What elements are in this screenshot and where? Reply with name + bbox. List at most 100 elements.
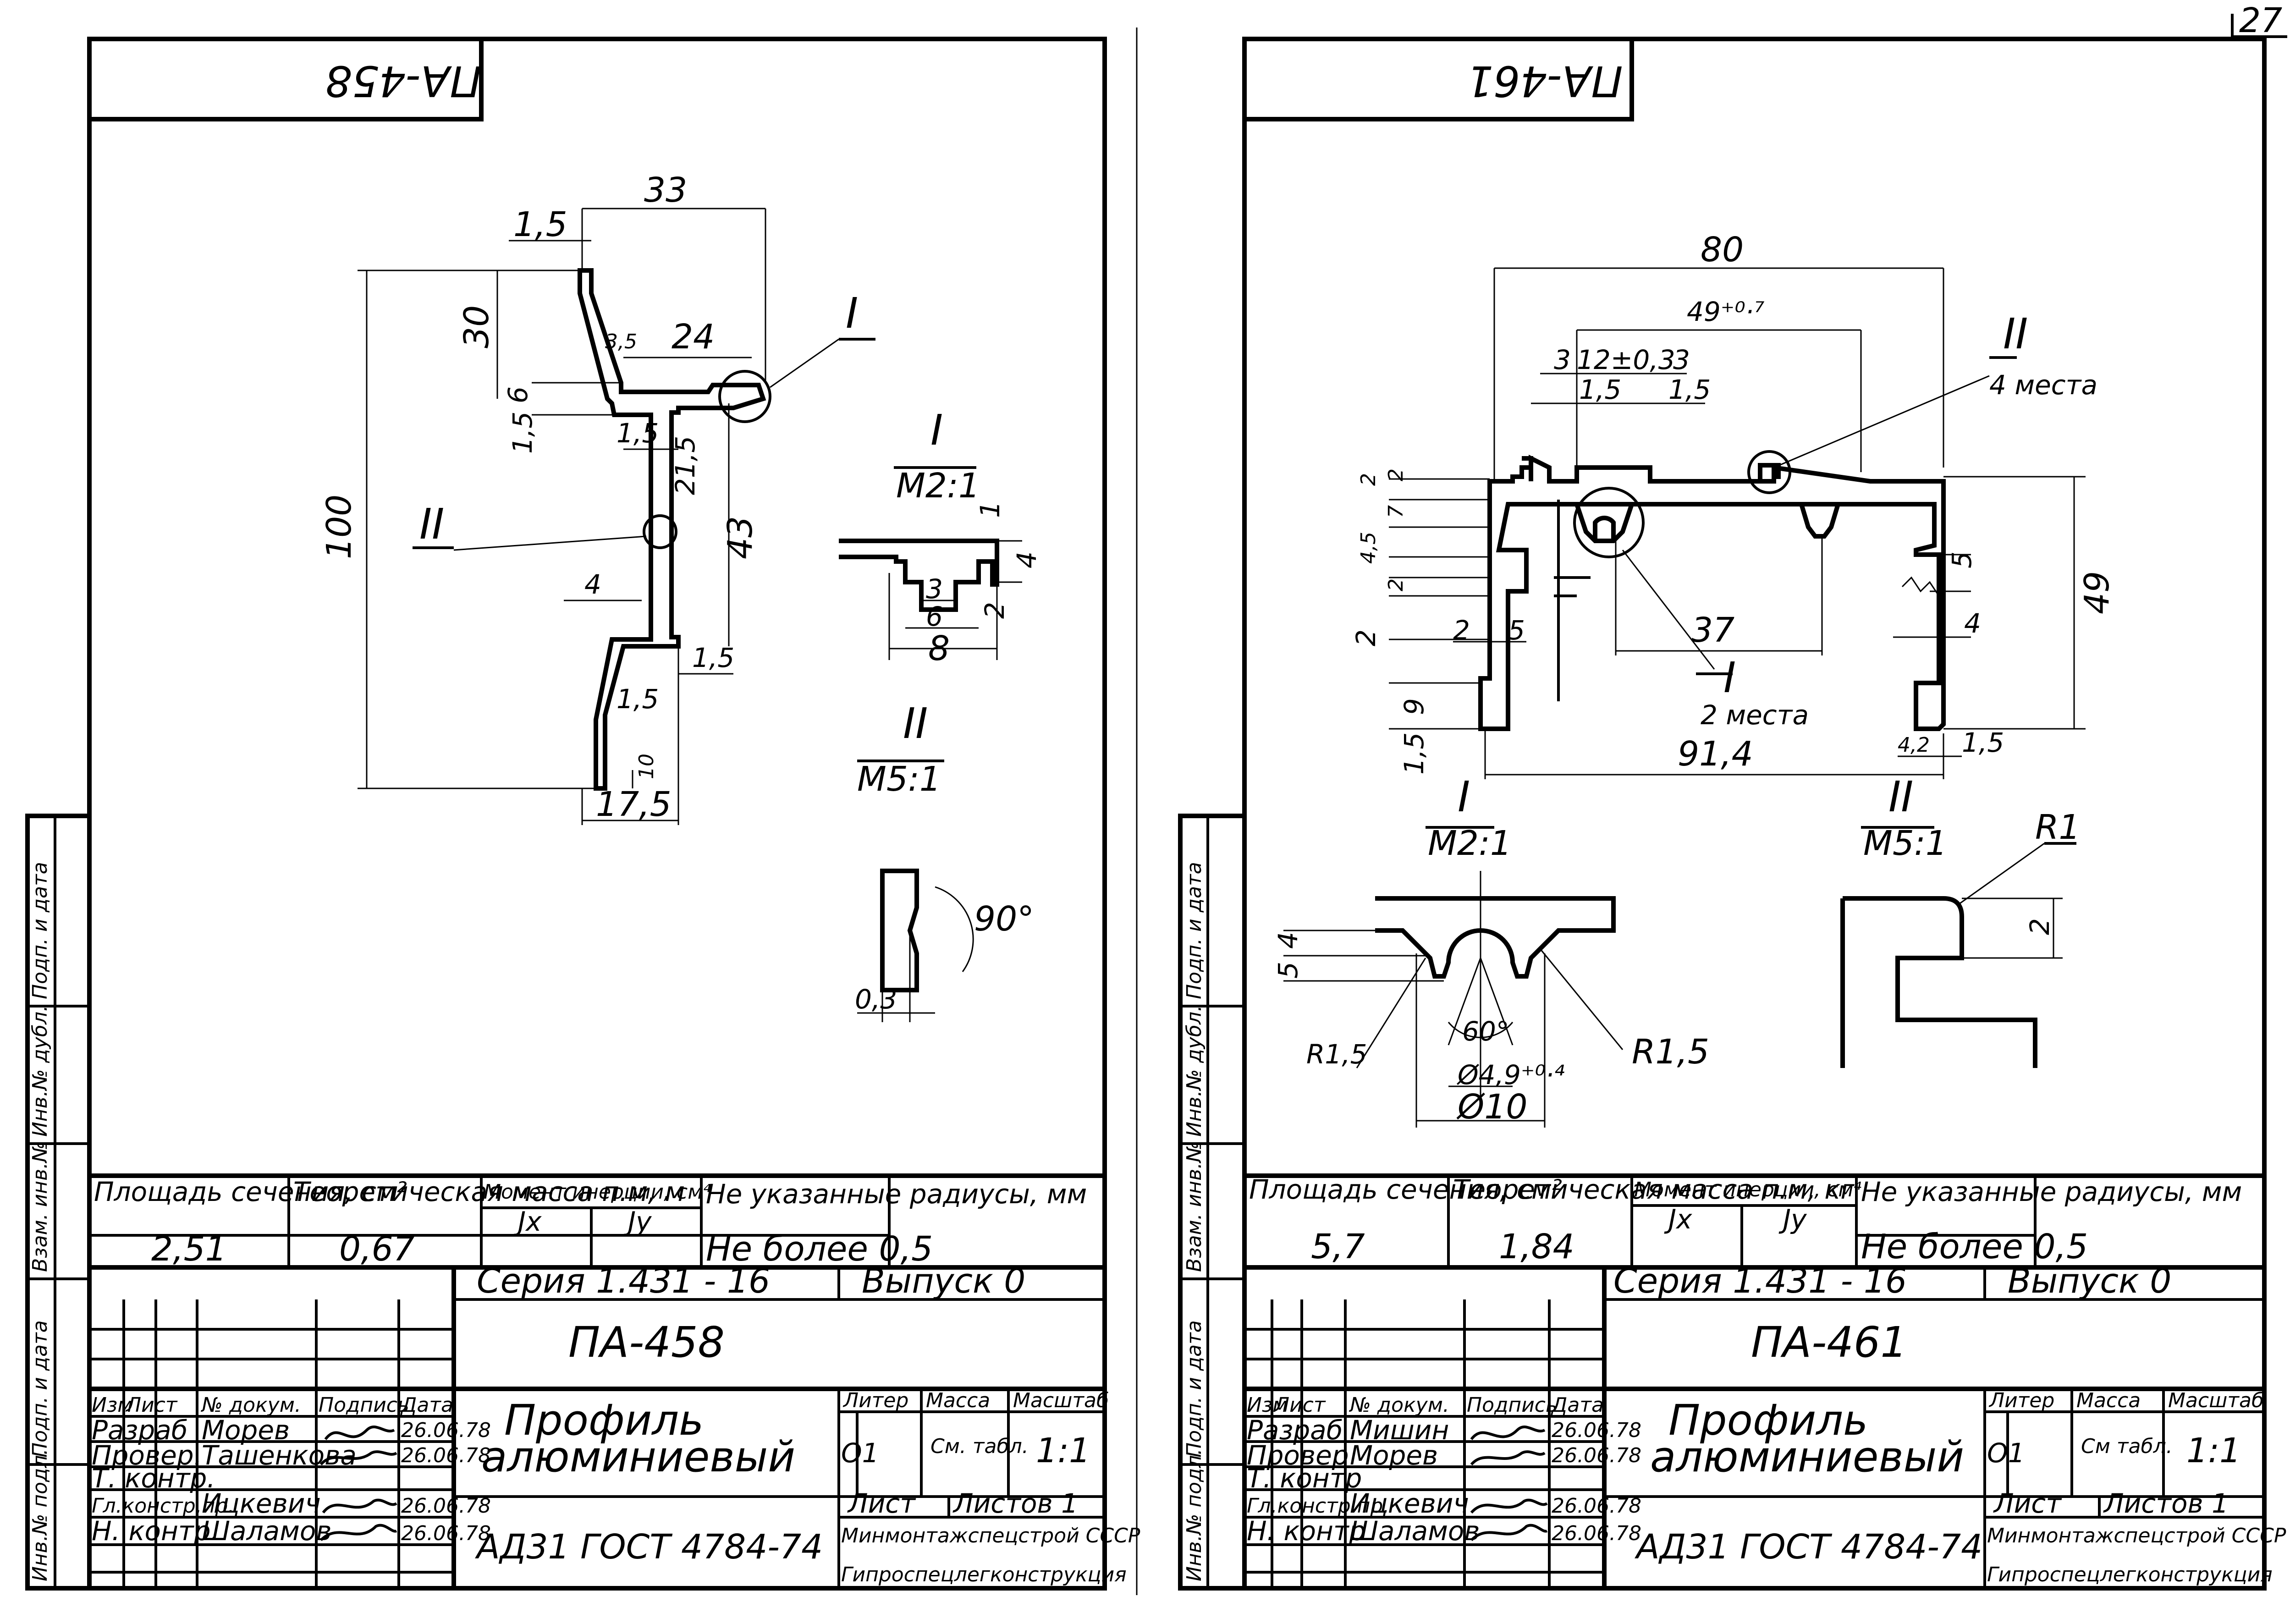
stamp-r1-name: Мишин [1350, 1415, 1449, 1446]
table-v-mass: 1,84 [1499, 1227, 1574, 1266]
detail1-dim-6: 6 [926, 601, 943, 632]
dim-91-4: 91,4 [1678, 734, 1753, 774]
table-h-moment: Момент инерции, см⁴ [1634, 1178, 1861, 1201]
callout-2-note: 4 места [1989, 369, 2097, 401]
stamp-col-sign: Подпись [1467, 1393, 1558, 1417]
page-number-box: 27 [2231, 1, 2287, 40]
stamp-title-1: Профиль [504, 1396, 704, 1445]
side-label-4: Подп. и дата [1183, 1320, 1206, 1458]
dim-1-5-c: 1,5 [1398, 732, 1430, 775]
detail2-marker [643, 514, 677, 549]
detail2-dim-0-3: 0,3 [855, 984, 897, 1015]
stamp-col-list: Лист [125, 1393, 178, 1417]
detail1-dim-5: 5 [1272, 962, 1304, 979]
table-v-area: 2,51 [151, 1229, 227, 1269]
side-label-3: Взам. инв.№ [28, 1141, 52, 1272]
top-label-box [1242, 37, 1634, 121]
table-h-jx: Jx [513, 1206, 542, 1237]
side-label-1: Подп. и дата [28, 862, 52, 999]
stamp-v-liter: О1 [1987, 1437, 2025, 1469]
stamp-v-scale: 1:1 [1036, 1431, 1090, 1470]
signature-3 [1470, 1498, 1548, 1514]
stamp-col-izm: Изм [92, 1393, 133, 1417]
stamp-r1-date: 26.06.78 [401, 1419, 491, 1442]
detail1-scale: М2:1 [896, 466, 980, 506]
signature-2 [1470, 1450, 1546, 1466]
dim-43: 43 [721, 516, 760, 559]
stamp-sheets: Листов 1 [2103, 1488, 2229, 1519]
stamp-r2-name: Морев [1350, 1440, 1438, 1471]
stamp-sheets: Листов 1 [952, 1488, 1078, 1519]
dim-2-c: 2 [1384, 578, 1408, 591]
table-h-area: Площадь сечения, см² [1249, 1174, 1562, 1205]
table-h-mass: Теоретическая масса п.м, кг [1453, 1174, 1855, 1205]
signature-4 [1470, 1524, 1548, 1541]
title-block-right: Серия 1.431 - 16 Выпуск 0 ПА-461 Профиль… [1244, 1261, 2286, 1588]
stamp-sheet: Лист [1993, 1488, 2062, 1519]
detail2-scale: М5:1 [857, 760, 941, 799]
detail1-r2: R1,5 [1632, 1032, 1709, 1072]
stamp-r2-role: Провер [1247, 1440, 1349, 1471]
stamp-r5-role: Н. контр. [92, 1515, 219, 1547]
dim-2-d: 2 [1350, 629, 1382, 646]
side-label-2: Инв.№ дубл. [1183, 1005, 1206, 1137]
detail1-dim-2: 2 [979, 602, 1010, 619]
side-label-2: Инв.№ дубл. [28, 1005, 52, 1137]
stamp-h-liter: Литер [842, 1389, 908, 1412]
dim-24: 24 [672, 317, 715, 357]
dim-80: 80 [1701, 230, 1744, 270]
detail1-marker [718, 370, 771, 423]
stamp-r3-role: Т. контр. [92, 1463, 215, 1494]
stamp-r3-role: Т. контр [1247, 1463, 1362, 1494]
dim-4: 4 [1964, 608, 1981, 639]
table-h-radius: Не указанные радиусы, мм [706, 1178, 1087, 1210]
dim-100: 100 [319, 495, 359, 559]
stamp-series: Серия 1.431 - 16 [477, 1261, 770, 1301]
stamp-r4-role: Гл.констр.пр. [92, 1494, 234, 1518]
dim-1-5-a: 1,5 [1579, 374, 1621, 405]
dim-17-5: 17,5 [596, 785, 672, 824]
callout-2: II [419, 500, 444, 549]
stamp-col-doc: № докум. [200, 1393, 301, 1417]
stamp-org-1: Минмонтажспецстрой СССР [841, 1524, 1140, 1547]
dim-49: 49 [2077, 571, 2117, 614]
dim-7: 7 [1384, 505, 1408, 518]
dim-12: 12±0,3 [1577, 344, 1675, 375]
dim-1-5-web: 1,5 [617, 418, 659, 449]
stamp-r4-role: Гл.констр.пр. [1247, 1494, 1389, 1518]
stamp-r4-date: 26.06.78 [401, 1494, 491, 1518]
stamp-r2-date: 26.06.78 [401, 1444, 491, 1467]
detail-1-left: I М2:1 3 6 8 1 4 2 [839, 406, 1042, 668]
detail1-dim-4: 4 [1011, 551, 1042, 568]
table-h-moment: Момент инерции, см⁴ [484, 1180, 711, 1204]
side-label-4: Подп. и дата [28, 1320, 52, 1458]
detail-2-left: II М5:1 90° 0,3 [855, 699, 1034, 1022]
stamp-h-scale: Масштаб [1013, 1389, 1109, 1412]
stamp-col-list: Лист [1273, 1393, 1326, 1417]
top-label-box [87, 37, 484, 121]
side-strip [25, 814, 92, 1591]
stamp-issue: Выпуск 0 [862, 1261, 1025, 1301]
dim-1-5-top: 1,5 [513, 205, 567, 244]
detail2-dim-2: 2 [2024, 918, 2055, 935]
table-h-jx: Jx [1664, 1204, 1692, 1235]
stamp-r1-role: Разраб [92, 1415, 188, 1446]
stamp-h-scale: Масштаб [2168, 1389, 2264, 1412]
dimensions-left [358, 208, 875, 825]
dim-1-5-left: 1,5 [507, 412, 538, 454]
table-v-area: 5,7 [1311, 1227, 1365, 1266]
detail2-label: II [903, 699, 928, 748]
side-label-5: Инв.№ подл. [1183, 1448, 1206, 1581]
signature-3 [322, 1498, 397, 1514]
stamp-r4-date: 26.06.78 [1552, 1494, 1641, 1518]
side-label-5: Инв.№ подл. [28, 1448, 52, 1581]
side-label-1: Подп. и дата [1183, 862, 1206, 999]
signature-1 [1470, 1426, 1546, 1440]
stamp-code: ПА-461 [1751, 1318, 1907, 1367]
signature-4 [319, 1524, 397, 1541]
stamp-r5-name: Шаламов [202, 1515, 332, 1547]
stamp-sheet: Лист [847, 1488, 916, 1519]
callout-1-note: 2 места [1701, 699, 1809, 731]
stamp-code: ПА-458 [568, 1318, 725, 1367]
dim-2-a: 2 [1357, 473, 1380, 486]
